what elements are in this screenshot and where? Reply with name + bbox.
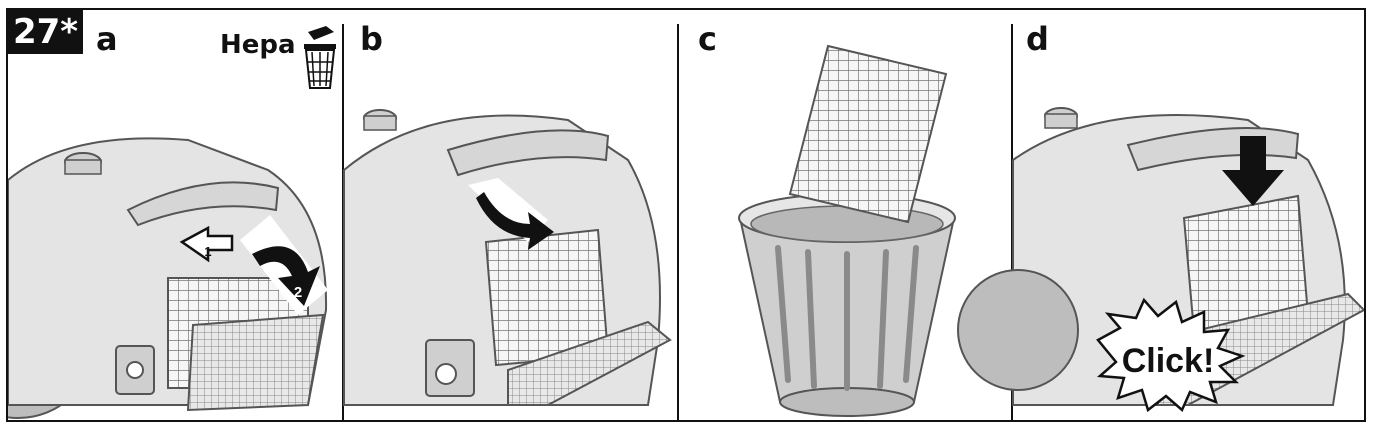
figure-frame: Click! 1 2 27* a Hepa b c d xyxy=(6,8,1366,422)
hepa-filter xyxy=(788,44,948,224)
curved-arrow-icon xyxy=(476,192,554,250)
click-starburst xyxy=(1096,297,1246,413)
step-number: 1 xyxy=(204,244,211,259)
panel-divider xyxy=(677,24,679,420)
figure-number-badge: 27* xyxy=(8,10,83,54)
illustration: Click! 1 2 xyxy=(8,26,1364,419)
trash-bin-icon xyxy=(304,26,336,89)
panel-d-drawing: Click! xyxy=(957,107,1364,413)
panel-label-b: b xyxy=(360,20,383,58)
curved-arrow-icon xyxy=(252,246,320,306)
panel-c-drawing xyxy=(738,44,956,417)
arrow-right-icon xyxy=(179,225,234,263)
click-callout: Click! xyxy=(1122,342,1215,380)
step-number: 2 xyxy=(294,284,302,301)
hepa-label: Hepa xyxy=(220,30,296,60)
arrow-down-icon xyxy=(1222,136,1284,206)
panel-label-d: d xyxy=(1026,20,1049,58)
panel-b-drawing xyxy=(343,109,672,406)
panel-label-a: a xyxy=(96,20,118,58)
panel-a-drawing xyxy=(8,137,328,419)
panel-label-c: c xyxy=(698,20,717,58)
